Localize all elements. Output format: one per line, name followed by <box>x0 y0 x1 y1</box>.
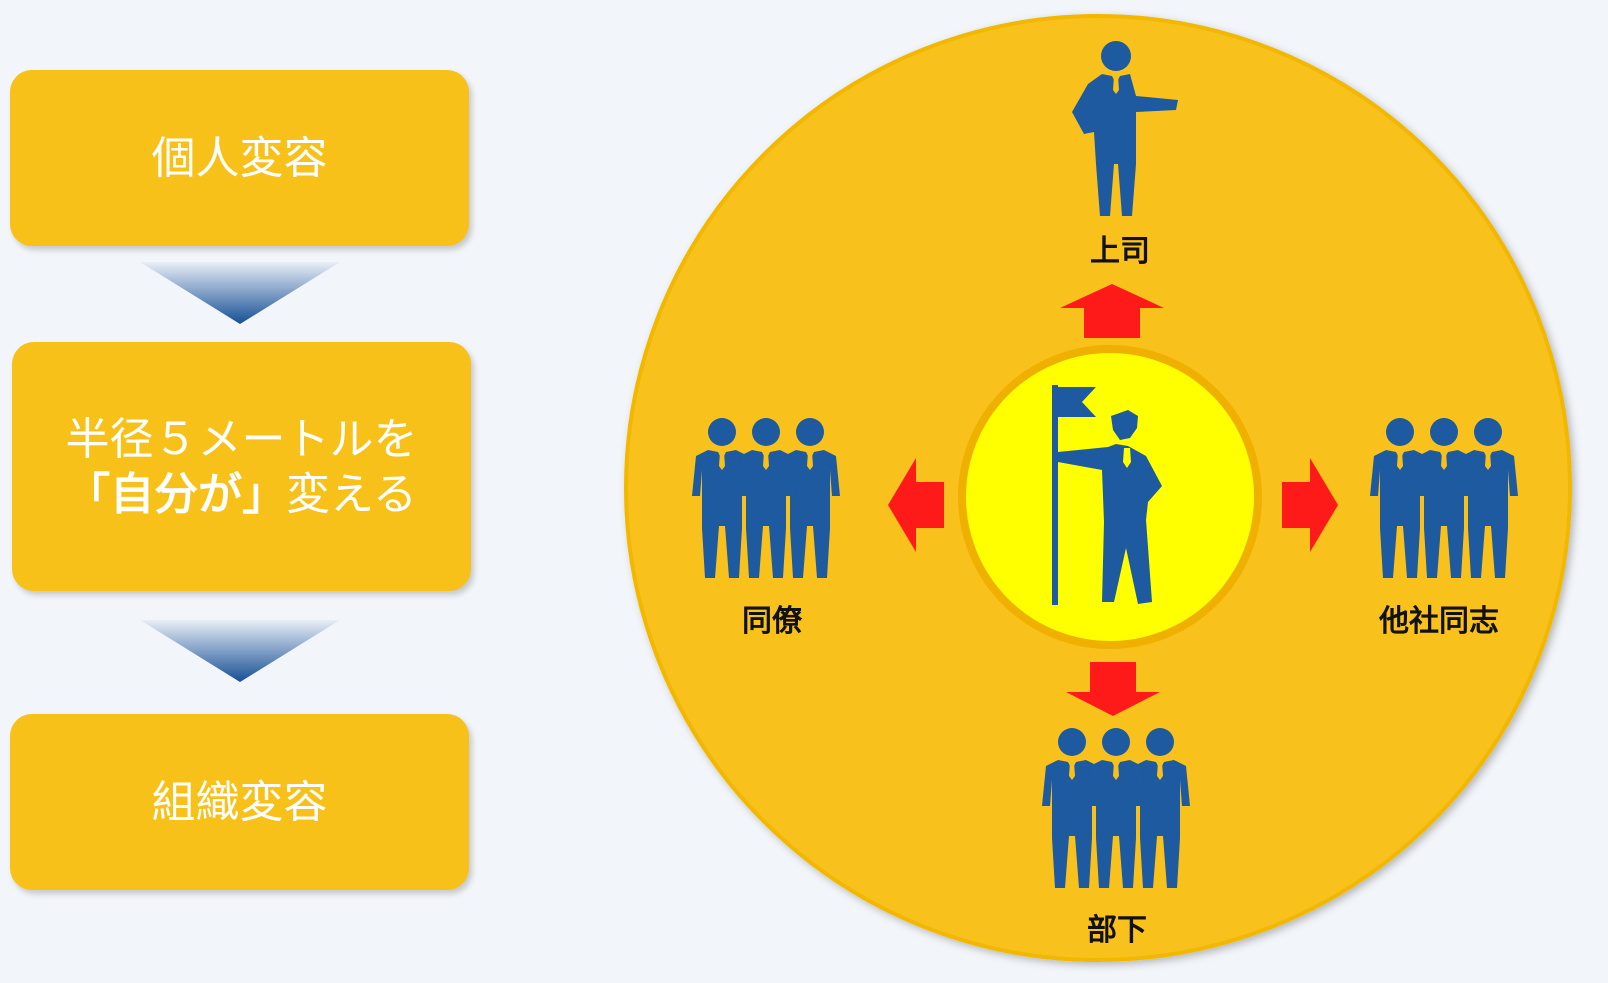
leader-with-flag-icon <box>1052 385 1162 605</box>
label-peers: 同僚 <box>742 604 802 639</box>
flow-step3-text: 組織変容 <box>151 776 328 828</box>
label-other-companies: 他社同志 <box>1379 604 1499 639</box>
flow-box-five-meter-radius: 半径５メートルを 「自分が」変える <box>12 342 471 591</box>
flow-step2-suffix: 変える <box>286 468 417 520</box>
down-chevron-arrow-icon <box>140 620 340 682</box>
flow-box-organization-change: 組織変容 <box>10 714 469 890</box>
red-arrow-down-icon <box>1066 662 1160 716</box>
red-arrow-right-icon <box>1282 458 1338 552</box>
red-arrow-left-icon <box>888 458 944 552</box>
flow-step2-line2: 「自分が」変える <box>66 467 417 522</box>
flow-step2-emphasis: 「自分が」 <box>66 468 287 520</box>
flow-box-individual-change: 個人変容 <box>10 70 469 246</box>
label-subordinates: 部下 <box>1087 913 1147 948</box>
person-pointing-icon <box>1072 41 1178 216</box>
label-boss: 上司 <box>1090 234 1150 269</box>
down-chevron-arrow-icon <box>140 262 340 324</box>
flow-step1-text: 個人変容 <box>151 132 328 184</box>
flow-step2-line1: 半径５メートルを <box>65 413 418 465</box>
red-arrow-up-icon <box>1060 284 1164 338</box>
